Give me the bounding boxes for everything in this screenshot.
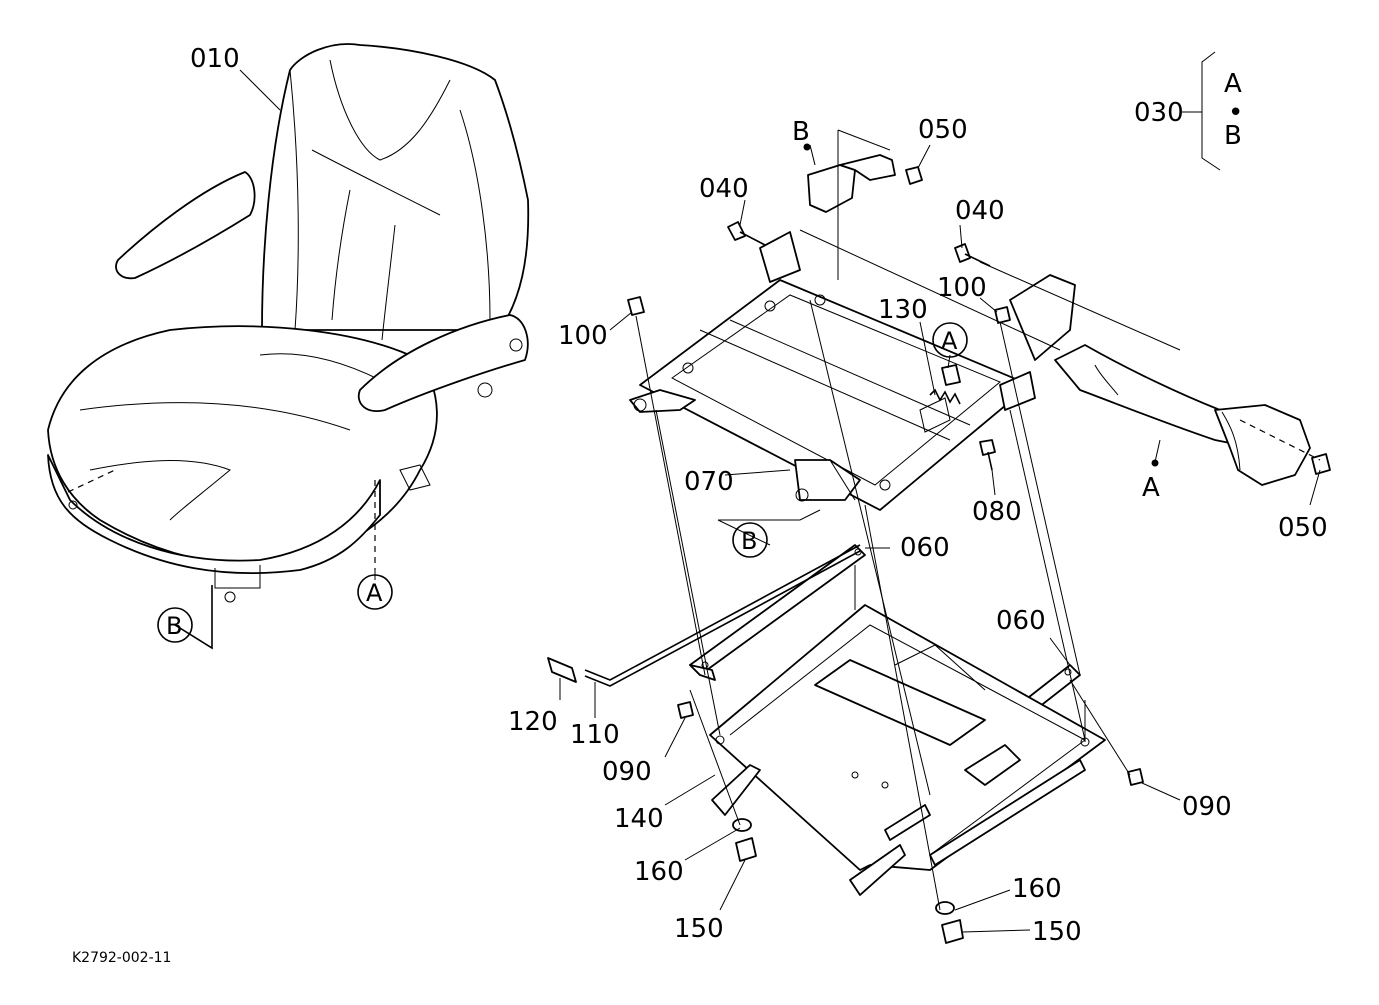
label-010: 010	[190, 44, 240, 74]
callout-a-seat: A	[366, 579, 383, 607]
callout-b-circle-frame	[732, 522, 768, 558]
label-050-right: 050	[1278, 513, 1328, 543]
callout-a-circle-frame	[932, 322, 968, 358]
label-060-upper: 060	[900, 533, 950, 563]
buckle-letter-b: B	[792, 117, 810, 147]
leader-lines	[239, 51, 1321, 933]
label-100-left: 100	[558, 321, 608, 351]
figure-code: K2792-002-11	[72, 950, 171, 966]
callout-b-circle-seat	[157, 607, 193, 643]
kit-contents-separator: •	[1228, 98, 1243, 128]
projection-lines	[635, 229, 1321, 911]
seat-assembly	[47, 43, 530, 650]
adjust-lever	[547, 544, 861, 687]
label-070: 070	[684, 467, 734, 497]
label-100-right: 100	[937, 273, 987, 303]
callout-a-circle-seat	[357, 574, 393, 610]
kit-contents-b: B	[1224, 121, 1242, 151]
label-040-right: 040	[955, 196, 1005, 226]
kit-contents-a: A	[1224, 69, 1242, 99]
label-090-left: 090	[602, 757, 652, 787]
fasteners	[627, 166, 1331, 944]
belt-ref-dot	[1151, 459, 1159, 467]
buckle	[807, 129, 896, 280]
label-110: 110	[570, 720, 620, 750]
label-150-right: 150	[1032, 917, 1082, 947]
label-120: 120	[508, 707, 558, 737]
label-060-lower: 060	[996, 606, 1046, 636]
label-160-left: 160	[634, 857, 684, 887]
label-050-top: 050	[918, 115, 968, 145]
base-plate	[709, 604, 1106, 896]
label-150-left: 150	[674, 914, 724, 944]
label-130: 130	[878, 295, 928, 325]
callout-b-seat: B	[166, 612, 182, 640]
label-160-right: 160	[1012, 874, 1062, 904]
seat-belt-webbing	[1054, 344, 1311, 486]
label-140: 140	[614, 804, 664, 834]
callout-b-frame: B	[741, 527, 757, 555]
belt-letter-a: A	[1142, 473, 1160, 503]
label-030: 030	[1134, 98, 1184, 128]
label-090-right: 090	[1182, 792, 1232, 822]
label-040-left: 040	[699, 174, 749, 204]
callout-a-frame: A	[941, 327, 958, 355]
buckle-ref-dot	[803, 143, 811, 151]
label-080: 080	[972, 497, 1022, 527]
